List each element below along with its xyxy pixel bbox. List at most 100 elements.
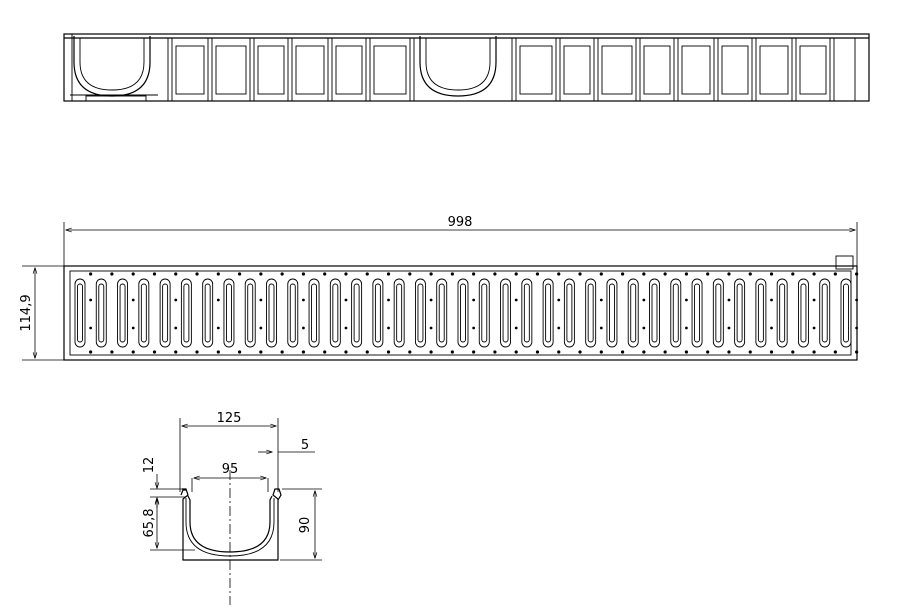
grate-slot-inner [225,283,232,343]
grate-slot [585,278,597,348]
grate-slot-inner [311,283,318,343]
grate-hole [89,350,93,354]
length-label: 998 [448,215,473,230]
grate-hole [280,272,284,276]
grate-slot [691,278,703,348]
grate-slot-inner [183,283,190,343]
grate-slot [797,278,809,348]
grate-hole [769,272,774,276]
grate-hole [259,350,263,354]
grate-slot [180,278,192,348]
rib-window [563,45,591,95]
grate-slot [649,278,660,348]
grate-hole [514,326,518,330]
grate-slot-inner [800,283,807,343]
grate-slot-inner [672,283,679,343]
grate-hole [237,272,242,276]
grate-hole [812,350,816,354]
grate-holes [89,272,859,354]
grate-slot-inner [353,283,360,343]
grate-slot-inner [843,283,849,343]
grate-slot-inner [374,283,381,343]
grate-hole [642,272,646,276]
channel-ribs [167,38,835,101]
end-clip [835,255,854,270]
grate-hole [535,350,540,354]
grate-hole [472,350,476,354]
grate-slot [563,278,575,348]
grate-slot [202,278,214,348]
grate-slot-inner [502,283,509,343]
grate-hole [302,326,305,330]
grate-slot-inner [119,283,126,343]
rib-window [175,45,205,95]
grate-slot [74,278,86,348]
grate-slot [266,278,277,348]
grate-slot [457,278,469,348]
grate-hole [472,298,476,302]
grate-hole [89,272,93,276]
grate-slot-inner [140,283,147,343]
grate-hole [748,350,752,354]
grate-slot [627,278,639,348]
grate-slot [223,278,235,348]
grate-hole [493,272,497,276]
grate-hole [408,350,412,354]
grate-hole [855,298,859,302]
grate-hole [344,350,348,354]
grate-slot-inner [587,283,594,343]
grate-hole [387,298,390,302]
grate-hole [514,350,518,354]
u-profile-left [73,36,151,97]
grate-hole [599,326,603,330]
grate-slot [734,278,746,348]
outlet-stub [85,95,147,102]
grate-hole [301,350,306,354]
rib-window [257,45,285,95]
grate-top-view: 998 114,9 [19,215,859,361]
grate-outline [63,265,858,361]
grate-slot [542,278,554,348]
grate-slots [74,278,852,348]
grate-hole [472,272,476,276]
grate-hole [642,326,646,330]
inner-width-label: 95 [222,462,239,477]
grate-slot [329,278,341,348]
grate-slot-inner [608,283,615,343]
grate-hole [174,272,178,276]
grate-hole [748,272,752,276]
grate-hole [365,350,369,354]
grate-hole [323,350,327,354]
grate-slot [95,278,107,348]
grate-slot [478,278,490,348]
grate-hole [727,298,731,302]
grate-slot [819,278,831,348]
grate-hole [259,298,263,302]
grate-slot [393,278,405,348]
grate-slot-inner [268,283,275,343]
grate-hole [599,350,603,354]
grate-slot [351,278,363,348]
grate-hole [237,350,242,354]
height-label: 114,9 [19,294,34,331]
grate-hole [344,298,348,302]
grate-hole [855,326,859,330]
grate-hole [450,272,454,276]
u-profile-left-inner [79,38,145,91]
grate-slot [138,278,150,348]
grate-slot-inner [77,283,83,343]
rib-window [295,45,325,95]
grate-hole [599,298,603,302]
grate-hole [769,350,774,354]
u-profile-middle-inner [425,38,491,91]
grate-hole [557,350,561,354]
grate-hole [174,350,178,354]
grate-slot-inner [481,283,488,343]
grate-hole [450,350,454,354]
outer-width-label: 125 [217,411,242,426]
grate-hole [280,350,284,354]
grate-hole [131,272,135,276]
grate-hole [770,326,773,330]
rib-window [681,45,711,95]
